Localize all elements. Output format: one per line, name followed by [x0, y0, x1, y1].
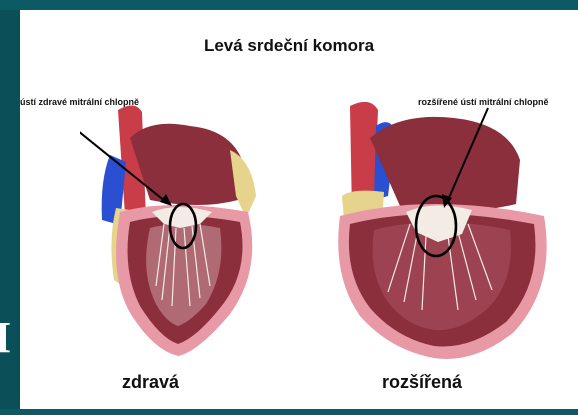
top-frame-bar: [0, 0, 578, 10]
diagram-title: Levá srdeční komora: [0, 36, 578, 56]
dilated-heart-illustration: [330, 96, 554, 364]
slide-edge-character: I: [0, 316, 11, 360]
atrium-shape: [130, 124, 242, 205]
healthy-caption: zdravá: [122, 372, 179, 393]
healthy-heart-illustration: [80, 100, 280, 362]
bottom-frame-bar: [0, 409, 578, 415]
dilated-caption: rozšířená: [382, 372, 462, 393]
